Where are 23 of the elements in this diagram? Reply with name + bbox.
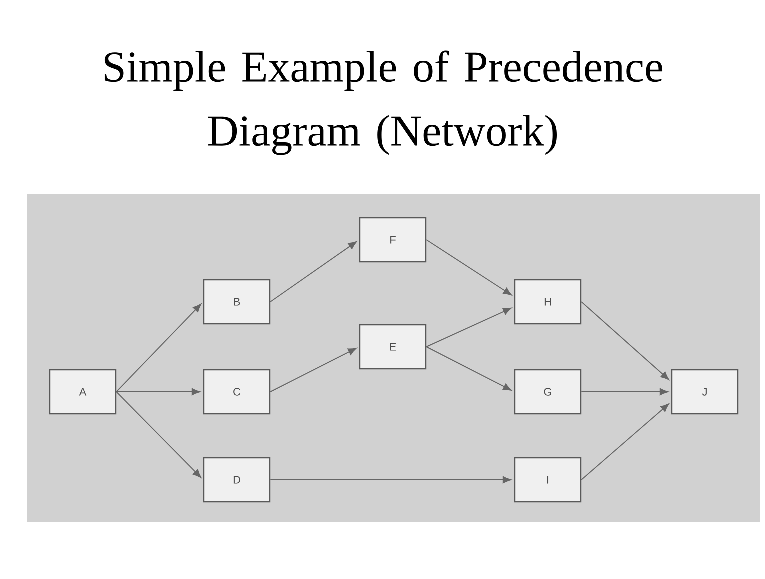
activity-box: G (514, 369, 582, 415)
activity-box: F (359, 217, 427, 263)
arrow (581, 302, 670, 380)
arrow (426, 240, 512, 296)
arrow (116, 388, 200, 396)
activity-box: I (514, 457, 582, 503)
activity-box: J (671, 369, 739, 415)
activity-box: D (203, 457, 271, 503)
arrow (426, 346, 512, 391)
arrow (426, 308, 512, 348)
activity-box: A (49, 369, 117, 415)
activity-box: H (514, 279, 582, 325)
arrow (270, 241, 358, 302)
arrow (270, 476, 512, 484)
title: Simple Example of Precedence Diagram (Network) (104, 50, 663, 156)
arrow (116, 392, 202, 478)
activity-box: E (359, 324, 427, 370)
arrow (581, 404, 670, 480)
activity-box: B (203, 279, 271, 325)
arrow (581, 388, 668, 396)
arrow (116, 304, 202, 392)
activity-box: C (203, 369, 271, 415)
arrow (270, 348, 357, 392)
